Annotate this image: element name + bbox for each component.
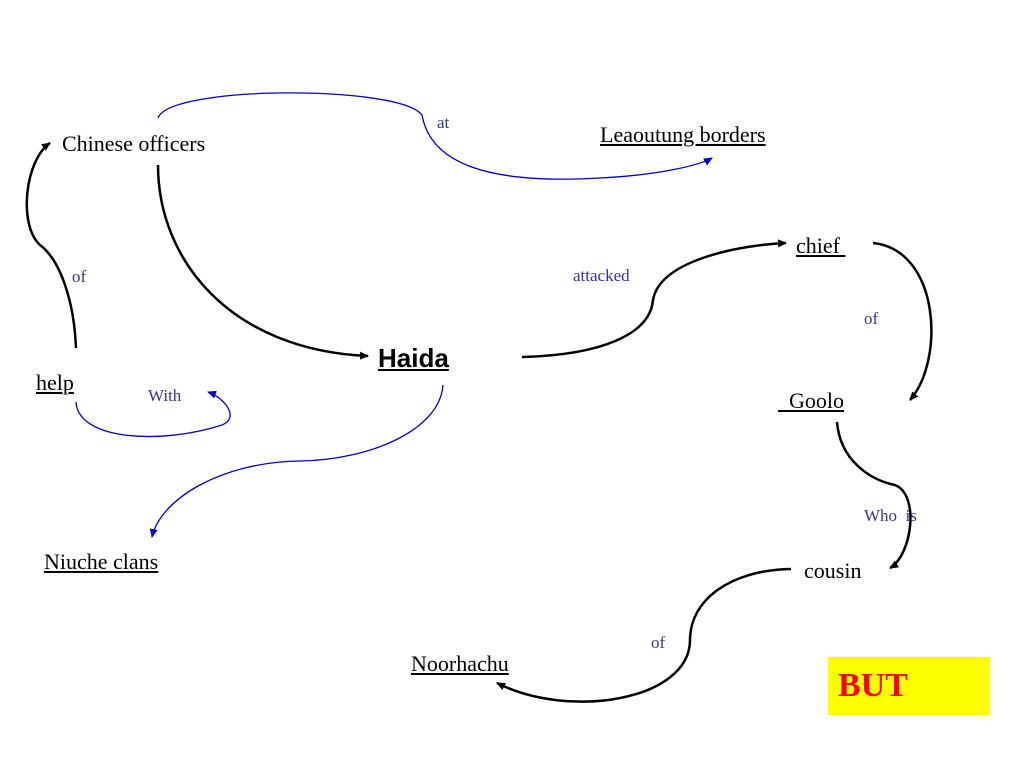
edge-help-with-loop	[75, 390, 231, 438]
node-leaoutung-borders: Leaoutung borders	[600, 122, 766, 147]
edge-label-who-is: Who is	[864, 506, 917, 525]
edge-chief-to-goolo	[872, 241, 933, 401]
edge-chinese-officers-to-haida	[156, 164, 369, 360]
node-goolo: Goolo	[778, 388, 844, 413]
edge-cousin-to-noorhachu	[496, 567, 792, 703]
edge-haida-to-niuche	[149, 384, 444, 538]
edge-help-to-chinese-officers	[25, 141, 78, 349]
edge-goolo-to-cousin	[835, 421, 912, 570]
node-cousin: cousin	[804, 558, 862, 583]
node-chinese-officers: Chinese officers	[62, 131, 206, 156]
edge-haida-to-chief	[521, 239, 787, 359]
node-haida: Haida	[378, 343, 449, 373]
edge-label-of-chief: of	[864, 309, 879, 328]
edge-label-attacked: attacked	[573, 266, 630, 285]
node-noorhachu: Noorhachu	[411, 651, 509, 676]
node-niuche-clans: Niuche clans	[44, 549, 159, 574]
node-help: help	[36, 370, 74, 395]
but-callout-text: BUT	[838, 667, 908, 704]
but-callout-box: BUT	[828, 657, 990, 715]
edge-label-of-cousin: of	[651, 633, 666, 652]
edge-label-at: at	[437, 113, 450, 132]
edge-label-with: With	[148, 386, 182, 405]
node-chief: chief	[796, 233, 846, 258]
edge-chinese-officers-to-leaoutung	[157, 92, 713, 180]
edge-label-of-help: of	[72, 267, 87, 286]
